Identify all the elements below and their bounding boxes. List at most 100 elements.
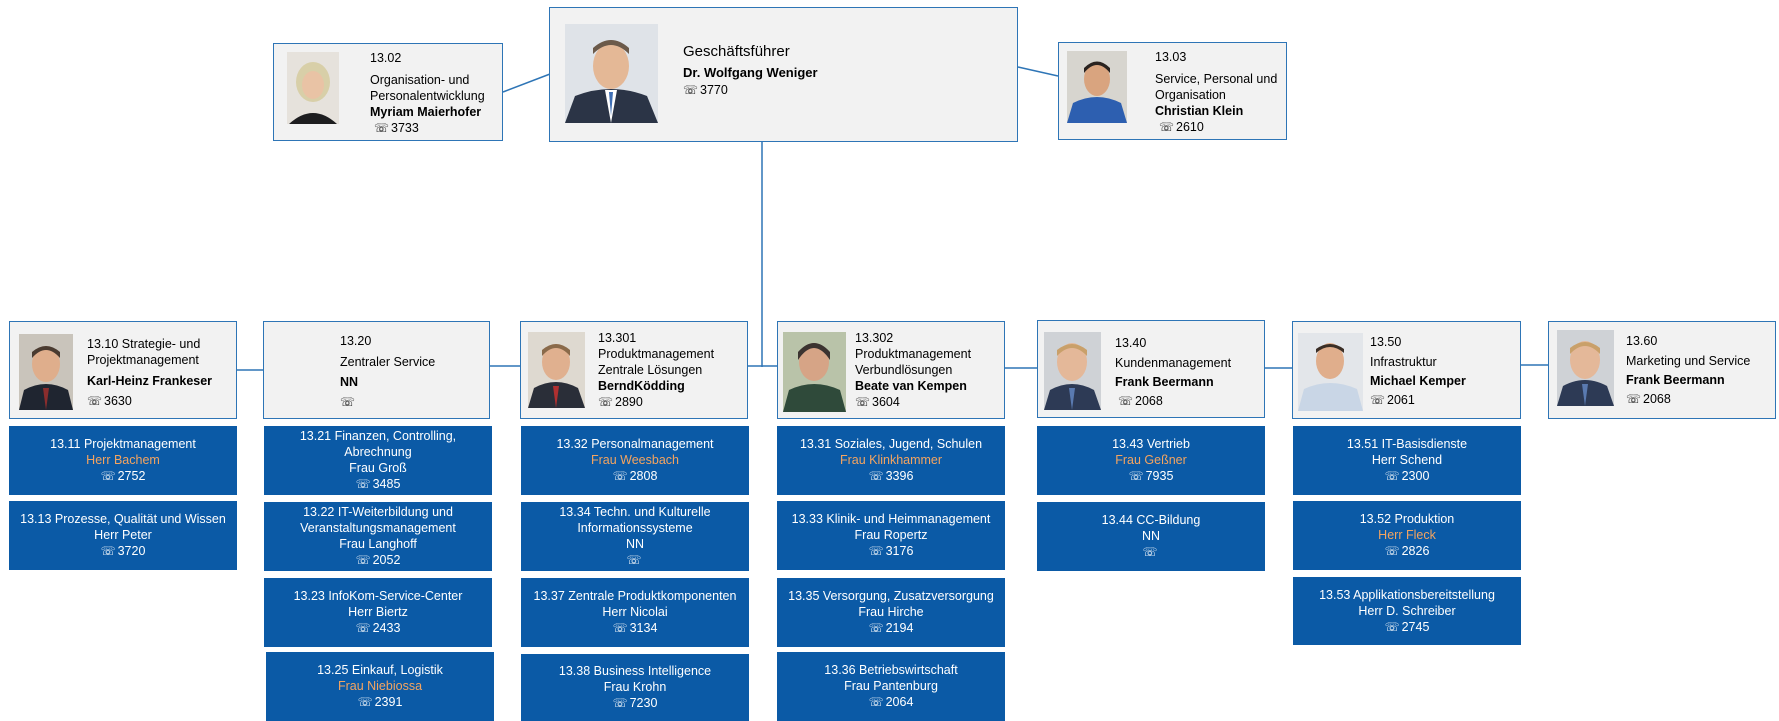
unit-box-13-38: 13.38 Business Intelligence Frau Krohn ☏… [521, 654, 749, 721]
portrait-photo [19, 334, 73, 410]
phone-number: ☏3485 [355, 477, 401, 492]
phone-number: ☏2052 [355, 553, 401, 568]
telephone-icon: ☏ [612, 696, 628, 711]
unit-box-13-34: 13.34 Techn. und Kulturelle Informations… [521, 502, 749, 571]
manager-box-13-03: 13.03 Service, Personal und Organisation… [1058, 42, 1287, 140]
unit-box-13-43: 13.43 Vertrieb Frau Geßner ☏7935 [1037, 426, 1265, 495]
portrait-photo [565, 24, 658, 123]
phone-number: ☏2300 [1384, 469, 1430, 484]
phone-number: ☏3630 [87, 394, 132, 408]
department-head-13-20: 13.20 Zentraler Service NN ☏ [263, 321, 490, 419]
manager-name: Myriam Maierhofer [370, 105, 482, 119]
unit-title: 13.25 Einkauf, Logistik [317, 663, 443, 678]
unit-code: 13.20 [340, 334, 372, 348]
phone-number: ☏2433 [355, 621, 401, 636]
phone-number: ☏3134 [612, 621, 658, 636]
manager-name: NN [340, 375, 359, 389]
phone-number: ☏3770 [683, 82, 728, 97]
manager-name: Frank Beermann [1115, 375, 1214, 389]
unit-person: Frau Hirche [858, 605, 924, 620]
unit-title: Zentraler Service [340, 355, 436, 369]
unit-title: 13.43 Vertrieb [1112, 437, 1190, 452]
phone-number: ☏2752 [100, 469, 146, 484]
unit-person: Frau Ropertz [854, 528, 928, 543]
manager-name: Karl-Heinz Frankeser [87, 374, 213, 388]
telephone-icon: ☏ [868, 621, 884, 636]
unit-person: Frau Krohn [603, 680, 667, 695]
unit-title: 13.34 Techn. und Kulturelle [559, 505, 711, 520]
telephone-icon: ☏ [1128, 469, 1144, 484]
unit-title: 13.36 Betriebswirtschaft [824, 663, 958, 678]
manager-name: BerndKödding [598, 379, 685, 393]
phone-number: ☏2061 [1370, 393, 1415, 407]
telephone-icon: ☏ [1384, 619, 1400, 634]
unit-title: Service, Personal und [1155, 72, 1278, 86]
unit-title: 13.52 Produktion [1359, 512, 1455, 527]
phone-number: ☏2745 [1384, 619, 1430, 634]
department-head-13-50: 13.50 Infrastruktur Michael Kemper ☏2061 [1292, 321, 1521, 419]
unit-title: 13.31 Soziales, Jugend, Schulen [799, 437, 983, 452]
manager-box-ceo: Geschäftsführer Dr. Wolfgang Weniger ☏37… [549, 7, 1018, 142]
manager-name: Michael Kemper [1370, 374, 1466, 388]
unit-box-13-22: 13.22 IT-Weiterbildung und Veranstaltung… [264, 502, 492, 571]
unit-box-13-44: 13.44 CC-Bildung NN ☏ [1037, 502, 1265, 571]
unit-title: Marketing und Service [1626, 354, 1751, 368]
portrait-photo [528, 332, 585, 408]
telephone-icon: ☏ [598, 395, 614, 409]
unit-title: 13.44 CC-Bildung [1101, 513, 1201, 528]
unit-title: 13.21 Finanzen, Controlling, Abrechnung [299, 429, 457, 460]
unit-person: Frau Niebiossa [337, 679, 423, 694]
telephone-icon: ☏ [868, 469, 884, 484]
portrait-photo [1067, 51, 1127, 123]
unit-title: Verbundlösungen [855, 363, 953, 377]
unit-title: 13.13 Prozesse, Qualität und Wissen [20, 512, 226, 527]
unit-box-13-35: 13.35 Versorgung, Zusatzversorgung Frau … [777, 578, 1005, 647]
unit-box-13-21: 13.21 Finanzen, Controlling, Abrechnung … [264, 426, 492, 495]
telephone-icon: ☏ [87, 394, 103, 408]
unit-title: Organisation- und [370, 73, 470, 87]
telephone-icon: ☏ [355, 553, 371, 568]
unit-title: Projektmanagement [87, 353, 199, 367]
telephone-icon: ☏ [855, 395, 871, 409]
unit-title: Produktmanagement [598, 347, 715, 361]
telephone-icon: ☏ [612, 469, 628, 484]
unit-title: 13.11 Projektmanagement [50, 437, 196, 452]
unit-person: Herr Nicolai [602, 605, 668, 620]
portrait-photo [783, 332, 846, 412]
unit-box-13-23: 13.23 InfoKom-Service-Center Herr Biertz… [264, 578, 492, 647]
unit-title: 13.32 Personalmanagement [556, 437, 714, 452]
unit-person: Frau Groß [349, 461, 407, 476]
unit-person: Herr Fleck [1378, 528, 1436, 543]
phone-number: ☏ [1142, 544, 1159, 560]
telephone-icon: ☏ [100, 469, 116, 484]
unit-title: Produktmanagement [855, 347, 972, 361]
unit-person: Frau Pantenburg [844, 679, 938, 694]
unit-person: Frau Geßner [1115, 453, 1187, 468]
unit-box-13-31: 13.31 Soziales, Jugend, Schulen Frau Kli… [777, 426, 1005, 495]
telephone-icon: ☏ [1142, 545, 1158, 560]
phone-number: ☏7230 [612, 696, 658, 711]
phone-number: ☏2068 [1626, 392, 1671, 406]
manager-name: Dr. Wolfgang Weniger [683, 65, 818, 81]
portrait-photo [1557, 330, 1614, 406]
unit-box-13-52: 13.52 Produktion Herr Fleck ☏2826 [1293, 501, 1521, 570]
position-title: Geschäftsführer [683, 43, 790, 60]
unit-box-13-32: 13.32 Personalmanagement Frau Weesbach ☏… [521, 426, 749, 495]
telephone-icon: ☏ [612, 621, 628, 636]
phone-number: ☏2068 [1118, 394, 1163, 408]
unit-title: 13.37 Zentrale Produktkomponenten [533, 589, 737, 604]
telephone-icon: ☏ [374, 121, 390, 135]
unit-box-13-33: 13.33 Klinik- und Heimmanagement Frau Ro… [777, 501, 1005, 570]
unit-title: 13.33 Klinik- und Heimmanagement [791, 512, 991, 527]
unit-code: 13.40 [1115, 336, 1147, 350]
unit-person: Herr Bachem [86, 453, 160, 468]
unit-box-13-37: 13.37 Zentrale Produktkomponenten Herr N… [521, 578, 749, 647]
telephone-icon: ☏ [1384, 544, 1400, 559]
manager-name: Frank Beermann [1626, 373, 1725, 387]
unit-code: 13.60 [1626, 334, 1658, 348]
unit-title: Kundenmanagement [1115, 356, 1232, 370]
phone-number: ☏3720 [100, 544, 146, 559]
unit-box-13-11: 13.11 Projektmanagement Herr Bachem ☏275… [9, 426, 237, 495]
telephone-icon: ☏ [868, 695, 884, 710]
telephone-icon: ☏ [1159, 120, 1175, 134]
